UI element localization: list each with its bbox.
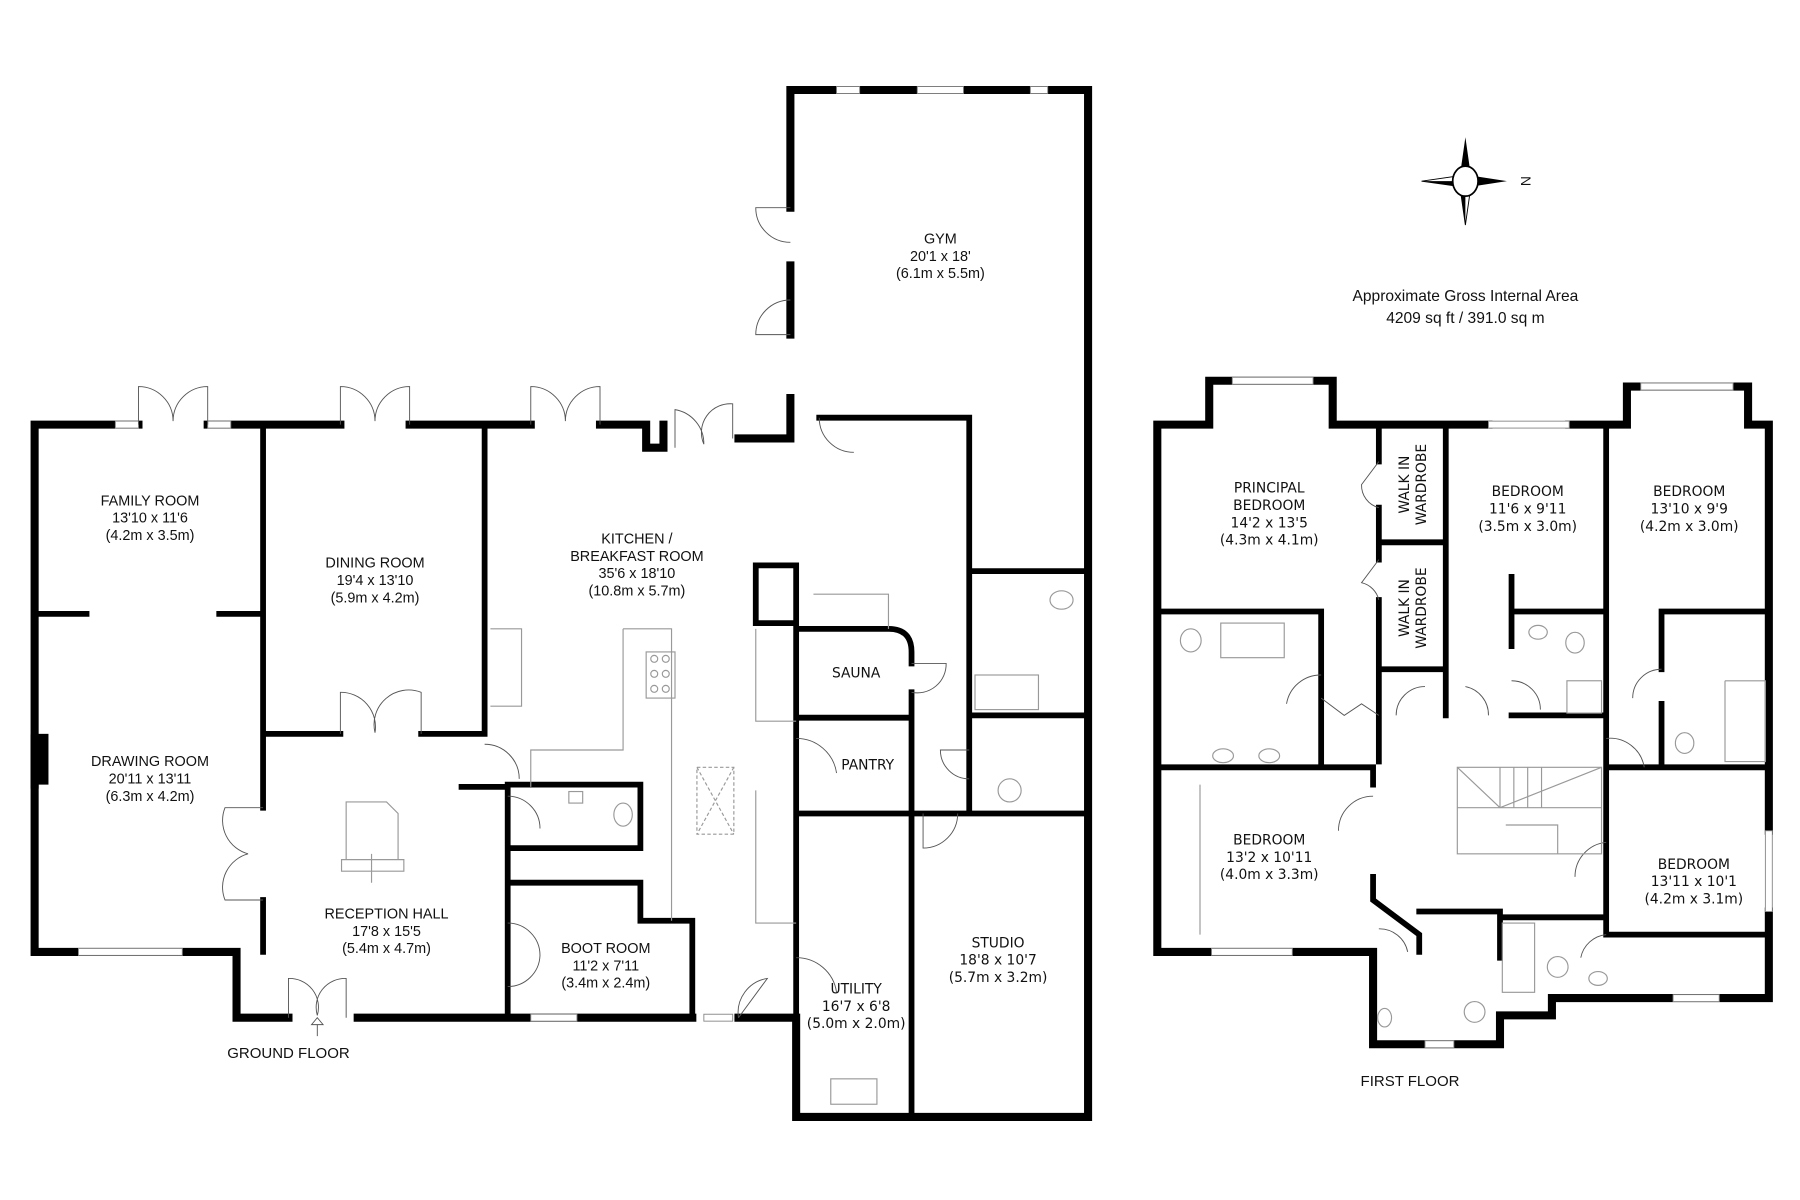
room-name: BEDROOM [1233,498,1305,514]
room-dimensions-imperial: 18'8 x 10'7 [959,953,1036,969]
room-dimensions-metric: (6.1m x 5.5m) [896,266,985,282]
room-dimensions-metric: (4.3m x 4.1m) [1220,533,1319,549]
room-name: DINING ROOM [325,556,424,572]
room-label-dining-room: DINING ROOM 19'4 x 13'10 (5.9m x 4.2m) [325,556,424,607]
room-label-sauna: SAUNA [832,665,881,681]
kitchen-fittings [340,590,1074,1105]
room-dimensions-metric: (6.3m x 4.2m) [106,789,195,805]
room-name: DRAWING ROOM [91,754,209,770]
area-title: Approximate Gross Internal Area [1353,288,1579,305]
room-name: WARDROBE [1414,567,1430,648]
room-dimensions-imperial: 13'11 x 10'1 [1651,874,1737,890]
room-label-reception-hall: RECEPTION HALL 17'8 x 15'5 (5.4m x 4.7m) [324,906,448,957]
room-dimensions-imperial: 20'1 x 18' [910,249,971,265]
room-dimensions-imperial: 13'2 x 10'11 [1226,850,1312,866]
room-name: BEDROOM [1658,857,1730,873]
room-dimensions-metric: (3.4m x 2.4m) [561,976,650,992]
room-name: WARDROBE [1414,444,1430,525]
room-dimensions-imperial: 17'8 x 15'5 [352,924,421,940]
first-floor-plan [1153,376,1773,1049]
ground-floor-internal-walls [31,414,1091,1120]
room-label-bedroom-5: BEDROOM 13'11 x 10'1 (4.2m x 3.1m) [1644,857,1743,908]
room-label-drawing-room: DRAWING ROOM 20'11 x 13'11 (6.3m x 4.2m) [91,754,209,805]
room-name: BEDROOM [1233,833,1305,849]
room-dimensions-metric: (4.2m x 3.0m) [1640,519,1739,535]
area-value: 4209 sq ft / 391.0 sq m [1386,310,1544,327]
room-dimensions-metric: (4.2m x 3.5m) [106,528,195,544]
room-dimensions-metric: (4.2m x 3.1m) [1644,891,1743,907]
first-floor-internal-walls [1154,421,1772,961]
fireplace [32,733,49,785]
room-dimensions-imperial: 13'10 x 9'9 [1651,501,1728,517]
room-dimensions-metric: (5.9m x 4.2m) [331,590,420,606]
entrance-arrow-icon [310,1016,325,1037]
room-name: STUDIO [972,935,1025,951]
room-dimensions-imperial: 11'6 x 9'11 [1489,501,1566,517]
first-floor-doors [1286,461,1662,958]
room-dimensions-imperial: 19'4 x 13'10 [337,573,414,589]
room-dimensions-metric: (10.8m x 5.7m) [588,583,685,599]
ground-floor-doors [137,207,970,1018]
first-floor-fittings [1179,622,1766,1028]
room-label-utility: UTILITY 16'7 x 6'8 (5.0m x 2.0m) [807,981,906,1032]
room-name: UTILITY [830,981,882,997]
room-name: KITCHEN / [601,531,672,547]
room-label-boot-room: BOOT ROOM 11'2 x 7'11 (3.4m x 2.4m) [561,941,650,992]
ground-floor-caption: GROUND FLOOR [227,1045,350,1062]
room-dimensions-metric: (5.4m x 4.7m) [342,941,431,957]
room-label-walk-in-wardrobe-2: WALK IN WARDROBE [1397,567,1430,648]
room-dimensions-imperial: 11'2 x 7'11 [572,958,639,974]
room-label-kitchen: KITCHEN / BREAKFAST ROOM 35'6 x 18'10 (1… [570,531,703,599]
room-dimensions-imperial: 35'6 x 18'10 [599,566,676,582]
room-label-pantry: PANTRY [841,758,894,774]
room-label-walk-in-wardrobe-1: WALK IN WARDROBE [1397,444,1430,525]
room-dimensions-imperial: 13'10 x 11'6 [112,511,188,527]
room-dimensions-metric: (5.7m x 3.2m) [949,970,1048,986]
room-name: FAMILY ROOM [101,493,200,509]
ground-floor-plan [30,85,1093,1121]
room-dimensions-metric: (5.0m x 2.0m) [807,1016,906,1032]
first-floor-caption: FIRST FLOOR [1361,1073,1460,1090]
room-name: RECEPTION HALL [324,906,448,922]
room-name: GYM [924,231,957,247]
first-floor-windows [1211,376,1773,1049]
compass-rose-icon: N [1421,137,1534,226]
room-label-gym: GYM 20'1 x 18' (6.1m x 5.5m) [896,231,985,282]
north-label: N [1518,176,1534,186]
room-label-bedroom-3: BEDROOM 13'10 x 9'9 (4.2m x 3.0m) [1640,484,1739,535]
room-name: WALK IN [1397,456,1413,514]
room-label-principal-bedroom: PRINCIPAL BEDROOM 14'2 x 13'5 (4.3m x 4.… [1220,481,1319,549]
room-name: BEDROOM [1492,484,1564,500]
room-label-bedroom-2: BEDROOM 11'6 x 9'11 (3.5m x 3.0m) [1478,484,1577,535]
room-dimensions-metric: (3.5m x 3.0m) [1478,519,1577,535]
room-label-family-room: FAMILY ROOM 13'10 x 11'6 (4.2m x 3.5m) [101,493,200,544]
room-dimensions-imperial: 16'7 x 6'8 [822,999,891,1015]
room-label-bedroom-4: BEDROOM 13'2 x 10'11 (4.0m x 3.3m) [1220,833,1319,884]
room-dimensions-metric: (4.0m x 3.3m) [1220,867,1319,883]
room-name: BEDROOM [1653,484,1725,500]
ground-floor-windows [78,86,1049,1022]
room-dimensions-imperial: 20'11 x 13'11 [109,771,192,787]
room-name: BOOT ROOM [561,941,650,957]
room-label-studio: STUDIO 18'8 x 10'7 (5.7m x 3.2m) [949,935,1048,986]
room-name: WALK IN [1397,579,1413,637]
room-dimensions-imperial: 14'2 x 13'5 [1231,515,1308,531]
room-name: BREAKFAST ROOM [570,549,703,565]
room-name: PRINCIPAL [1234,481,1305,497]
